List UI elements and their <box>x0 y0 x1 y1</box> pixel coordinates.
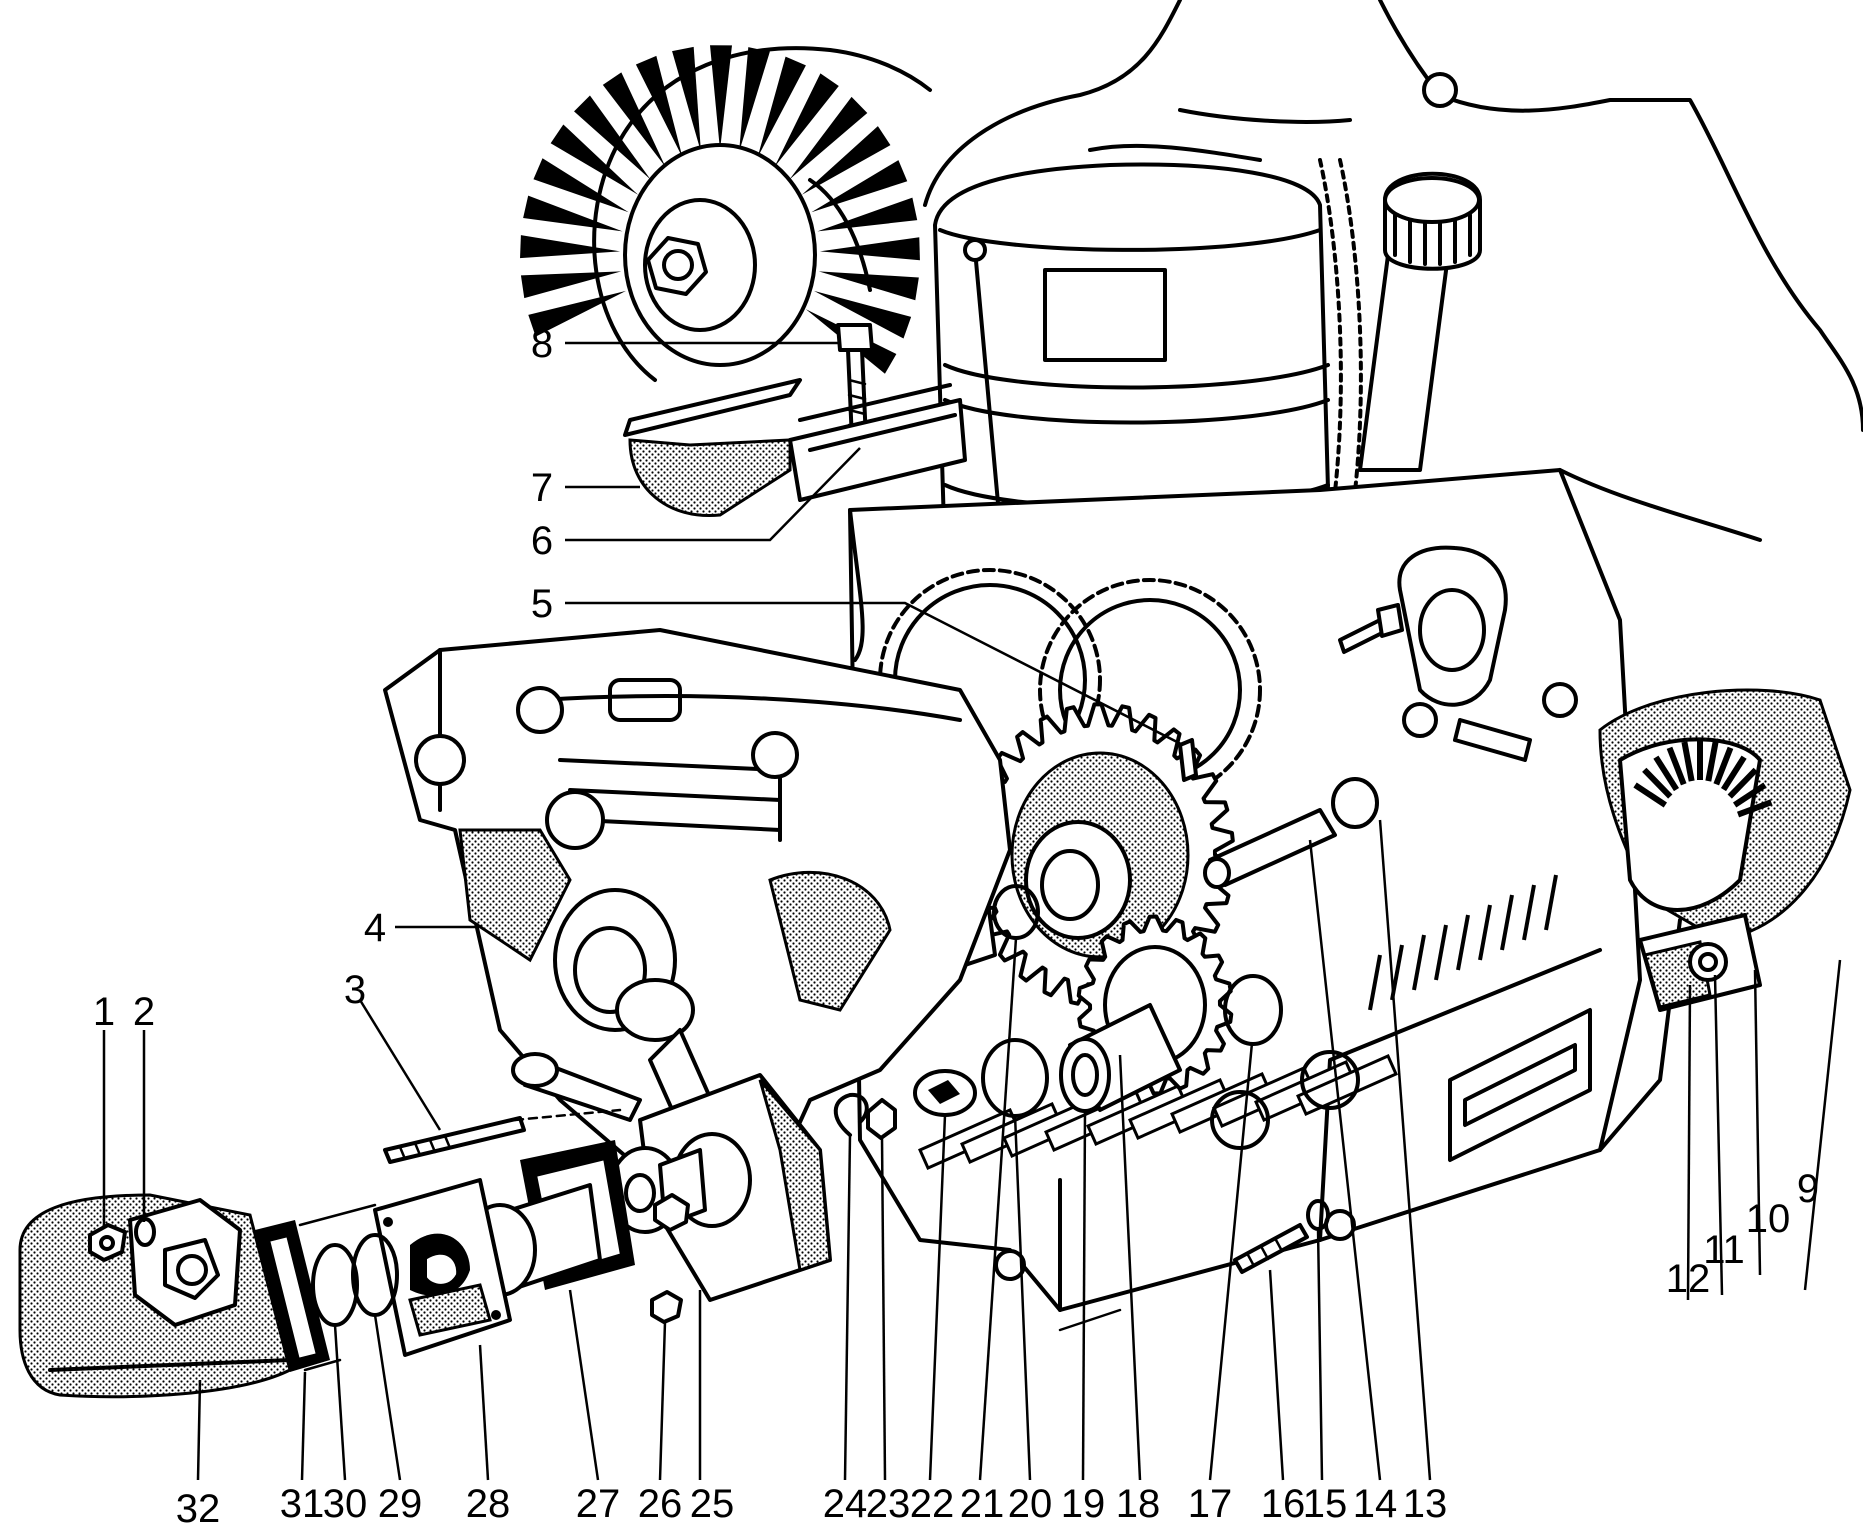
thermostat-knob <box>1397 545 1532 762</box>
callout-16: 16 <box>1261 1482 1306 1526</box>
injection-pump-flange <box>638 1073 832 1302</box>
callout-9: 9 <box>1797 1167 1819 1211</box>
callout-23: 23 <box>866 1482 911 1526</box>
air-duct-cowling <box>923 0 1863 432</box>
pump-gasket <box>463 1140 635 1297</box>
gear-shaft <box>1059 1003 1182 1113</box>
callout-labels: 8 7 6 5 4 3 1 2 9 10 11 12 32 31 30 29 2… <box>93 322 1819 1531</box>
callout-29: 29 <box>378 1482 423 1526</box>
callout-15: 15 <box>1303 1482 1348 1526</box>
callout-32: 32 <box>176 1487 221 1531</box>
callout-31: 31 <box>280 1482 325 1526</box>
nut-26 <box>650 1193 690 1324</box>
pin-5 <box>1178 738 1198 782</box>
callout-2: 2 <box>133 990 155 1034</box>
callout-19: 19 <box>1061 1482 1106 1526</box>
callout-14: 14 <box>1353 1482 1398 1526</box>
callout-3: 3 <box>344 968 366 1012</box>
callout-10: 10 <box>1746 1197 1791 1241</box>
callout-24: 24 <box>823 1482 868 1526</box>
circlip-24 <box>833 1092 869 1137</box>
leader-lines <box>102 341 1842 1481</box>
callout-18: 18 <box>1116 1482 1161 1526</box>
rocker-shaft <box>1203 808 1337 889</box>
callout-20: 20 <box>1008 1482 1053 1526</box>
callout-8: 8 <box>531 322 553 366</box>
callout-13: 13 <box>1403 1482 1448 1526</box>
callout-11: 11 <box>1703 1228 1745 1272</box>
callout-4: 4 <box>364 906 386 950</box>
flange-plate <box>373 1178 512 1357</box>
callout-27: 27 <box>576 1482 621 1526</box>
timing-chain <box>1318 158 1363 532</box>
fan-cover-right-9 <box>1598 688 1852 942</box>
nut-1 <box>88 1223 127 1262</box>
callout-17: 17 <box>1188 1482 1233 1526</box>
bracket-7 <box>623 378 967 518</box>
callout-26: 26 <box>638 1482 683 1526</box>
callout-21: 21 <box>960 1482 1005 1526</box>
stud-3 <box>383 1116 526 1164</box>
callout-25: 25 <box>690 1482 735 1526</box>
callout-12: 12 <box>1666 1257 1711 1301</box>
clamp-10-11-12 <box>1638 913 1762 1012</box>
cooling-fan <box>520 45 932 382</box>
cover-gasket <box>255 1220 330 1372</box>
drive-dog-22 <box>913 1069 977 1117</box>
assembly-guide-lines <box>298 1108 1122 1372</box>
callout-30: 30 <box>323 1482 368 1526</box>
bolt-front <box>1338 603 1404 654</box>
callout-7: 7 <box>531 466 553 510</box>
callout-28: 28 <box>466 1482 511 1526</box>
cylinder-head <box>383 628 1012 1222</box>
end-cover <box>18 1193 292 1399</box>
callout-5: 5 <box>531 582 553 626</box>
oil-filler-neck <box>1358 171 1482 472</box>
nut-23 <box>866 1098 897 1140</box>
callout-1: 1 <box>93 990 115 1034</box>
callout-6: 6 <box>531 519 553 563</box>
bolt-8 <box>836 323 874 442</box>
washer-30 <box>311 1243 359 1327</box>
seal-ring-13 <box>1331 777 1379 829</box>
stud-16 <box>1233 1223 1309 1274</box>
callout-22: 22 <box>910 1482 955 1526</box>
